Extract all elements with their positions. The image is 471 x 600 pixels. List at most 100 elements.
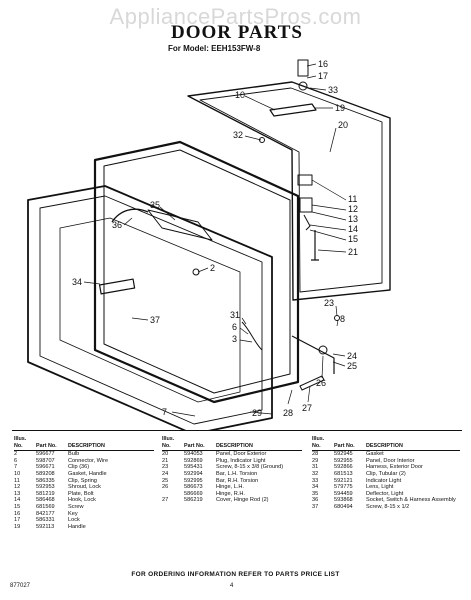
part-desc: Lens, Light	[366, 484, 394, 491]
part-no: 680494	[334, 503, 353, 510]
part-desc: Plug, Indicator Light	[216, 457, 266, 464]
callout-12: 12	[348, 204, 358, 214]
callout-29: 29	[252, 408, 262, 418]
illus-no: 2	[14, 451, 18, 458]
part-no: 589208	[36, 470, 55, 477]
hinge	[318, 345, 328, 355]
illus-no: 20	[162, 451, 169, 458]
illus-no: 7	[14, 464, 18, 471]
door-liner-inner	[39, 195, 263, 425]
illus-no: 23	[162, 464, 169, 471]
illus-no: 28	[312, 451, 319, 458]
part-desc: Screw, 8-15 x 3/8 (Ground)	[216, 464, 284, 471]
exterior-door-panel	[187, 81, 391, 301]
clip-tubular	[259, 137, 265, 143]
illus-no: 35	[312, 490, 319, 497]
part-desc: Clip, Tubular (2)	[366, 470, 406, 477]
illus-no: 26	[162, 484, 169, 491]
gasket-frame-inner	[103, 149, 291, 394]
illus-no: 27	[162, 497, 169, 504]
callout-2: 2	[210, 263, 215, 273]
callout-8: 8	[340, 314, 345, 324]
part-desc: Hook, Lock	[68, 497, 96, 504]
callout-3: 3	[232, 334, 237, 344]
part-no: 596677	[36, 451, 55, 458]
hook-lock	[303, 214, 311, 231]
part-no: 586673	[184, 484, 203, 491]
part-no: 593868	[334, 497, 353, 504]
illus-no: 11	[14, 477, 20, 484]
socket-harness	[111, 208, 149, 223]
callout-24: 24	[347, 351, 357, 361]
screw-ground	[334, 315, 340, 321]
callout-7: 7	[162, 407, 167, 417]
part-no: 586669	[184, 490, 203, 497]
part-no: 586219	[184, 497, 203, 504]
exploded-door-diagram: 16 17 33 10 19 32 20 11 12 13 14 15 35 3…	[27, 59, 391, 430]
exterior-door-panel-inner	[199, 87, 383, 293]
part-no: 592995	[184, 477, 203, 484]
callout-19: 19	[335, 103, 345, 113]
callout-25: 25	[347, 361, 357, 371]
part-no: 594459	[334, 490, 353, 497]
illus-no: 25	[162, 477, 169, 484]
part-desc: Hinge, L.H.	[216, 484, 244, 491]
part-desc: Key	[68, 510, 78, 517]
watermark: AppliancePartsPros.com	[109, 4, 362, 29]
callout-13: 13	[348, 214, 358, 224]
callout-20: 20	[338, 120, 348, 130]
gasket-frame	[93, 140, 300, 404]
illus-no	[162, 491, 184, 498]
header-illus: Illus. No.	[14, 436, 36, 452]
callout-33: 33	[328, 85, 338, 95]
part-desc: Plate, Bolt	[68, 490, 94, 497]
illus-no: 36	[312, 497, 319, 504]
illus-no: 21	[162, 457, 169, 464]
door-liner-recess	[59, 217, 241, 403]
callout-17: 17	[318, 71, 328, 81]
part-no: 596671	[36, 464, 55, 471]
part-desc: Harness, Exterior Door	[366, 464, 423, 471]
part-no: 586335	[36, 477, 55, 484]
part-desc: Connector, Wire	[68, 457, 109, 464]
part-no: 681513	[334, 470, 353, 477]
illus-no: 34	[312, 484, 319, 491]
wire-connector	[241, 321, 263, 351]
callout-37: 37	[150, 315, 160, 325]
lens-light	[98, 278, 136, 295]
callout-34: 34	[72, 277, 82, 287]
callout-35: 35	[150, 200, 160, 210]
indicator-plug	[311, 230, 319, 261]
header-illus: Illus. No.	[162, 436, 184, 452]
illus-no: 12	[14, 484, 21, 491]
part-no: 592866	[334, 464, 353, 471]
callout-14: 14	[348, 224, 358, 234]
part-desc: Bar, L.H. Torsion	[216, 470, 258, 477]
part-desc: Gasket	[366, 451, 384, 458]
illus-no: 16	[14, 510, 21, 517]
header-part: Part No.	[36, 436, 68, 452]
part-desc: Panel, Door Exterior	[216, 451, 267, 458]
light-deflector	[147, 209, 213, 241]
callout-26: 26	[316, 378, 326, 388]
